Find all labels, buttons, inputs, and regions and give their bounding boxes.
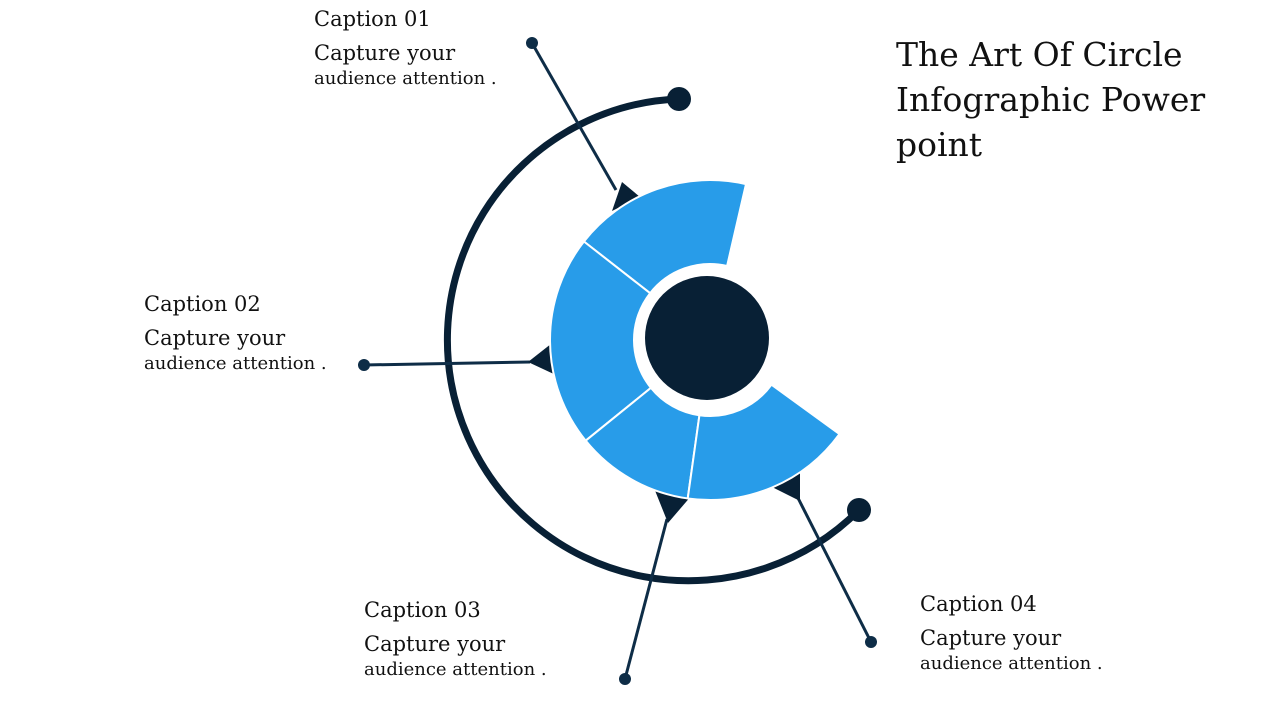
caption-block-1: Caption 01 Capture your audience attenti… — [314, 6, 574, 92]
connector-dot-3 — [619, 673, 631, 685]
connector-dot-1 — [526, 37, 538, 49]
caption-text-line-1: Capture your — [314, 41, 456, 65]
caption-text-line-1: Capture your — [920, 626, 1062, 650]
caption-text-line-2: audience attention . — [314, 68, 497, 89]
blue-segments — [549, 179, 841, 501]
pointer-triangle-1 — [612, 182, 640, 211]
connector-line-4 — [796, 497, 873, 643]
caption-heading: Caption 03 — [364, 598, 481, 622]
connector-line-1 — [530, 42, 618, 191]
center-circle — [645, 276, 769, 400]
caption-block-3: Caption 03 Capture your audience attenti… — [364, 597, 624, 683]
outer-arc-end-dot-bottom — [847, 498, 871, 522]
caption-heading: Caption 02 — [144, 292, 261, 316]
outer-arc — [443, 95, 863, 585]
caption-text-line-2: audience attention . — [144, 353, 327, 374]
slide-title: The Art Of Circle Infographic Power poin… — [896, 32, 1256, 167]
title-line-3: point — [896, 125, 983, 164]
blue-segment-1 — [582, 179, 748, 295]
outer-arc-end-dot-top — [667, 87, 691, 111]
caption-text-line-2: audience attention . — [364, 659, 547, 680]
connector-dot-4 — [865, 636, 877, 648]
caption-block-4: Caption 04 Capture your audience attenti… — [920, 591, 1180, 677]
blue-segment-3 — [584, 386, 701, 500]
title-line-2: Infographic Power — [896, 80, 1206, 119]
caption-text-line-1: Capture your — [144, 326, 286, 350]
title-line-1: The Art Of Circle — [896, 35, 1183, 74]
connector-dot-2 — [358, 359, 370, 371]
connector-line-2 — [363, 360, 531, 367]
caption-heading: Caption 04 — [920, 592, 1037, 616]
caption-heading: Caption 01 — [314, 7, 431, 31]
caption-text-line-2: audience attention . — [920, 653, 1103, 674]
caption-block-2: Caption 02 Capture your audience attenti… — [144, 291, 404, 377]
blue-segment-4 — [686, 383, 841, 501]
blue-segment-2 — [549, 240, 653, 443]
connector-line-3 — [623, 518, 669, 680]
caption-text-line-1: Capture your — [364, 632, 506, 656]
